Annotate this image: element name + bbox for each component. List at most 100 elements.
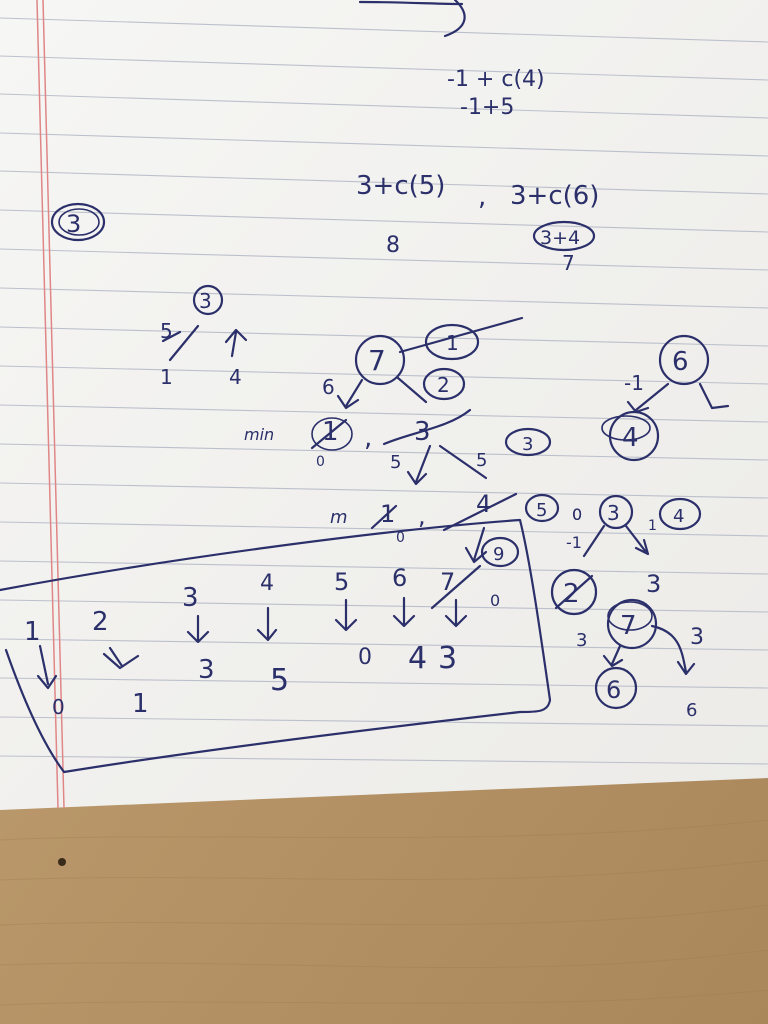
top-work-line2: -1+5 [460,95,514,120]
table-bottom-6: 4 [408,641,427,676]
right-bottom-child6: 6 [606,676,621,704]
main-tree-zero: 0 [572,505,582,524]
table-bottom-1: 0 [52,695,65,719]
table-bottom-4: 5 [270,663,289,698]
problem-number-circle-inner [58,208,100,236]
problem-number: 3 [66,210,81,238]
table-top-2: 2 [92,607,109,637]
min-weight-b: 5 [476,450,487,471]
comparison-left-result: 8 [386,233,400,258]
main-tree-node5: 5 [536,500,547,521]
min-left-circle [311,417,353,451]
small-tree-root-circle [192,284,224,316]
min-right-edges [406,444,488,486]
small-tree-left-edge [161,324,200,362]
min2-left-strike [370,504,398,530]
main-tree-node3-circle [504,427,552,457]
right-bottom-right-child: 6 [686,700,697,721]
right-top-child-circle [608,410,660,462]
min-left-strike [310,418,348,450]
table-top-3: 3 [182,583,199,613]
small-tree-right-weight: 4 [229,365,242,389]
margin-line [36,0,59,809]
min-right-bracket [382,408,472,446]
comparison-left: 3+c(5) [356,171,445,201]
table-bottom-2: 1 [132,689,149,719]
main-tree-root: 7 [368,344,386,377]
right-bottom-marked: 4 [673,506,684,527]
table-arrow-4 [256,606,278,642]
desk-mark [58,858,66,866]
table-arrow-6 [392,596,416,628]
table-arrow-3 [186,614,210,644]
table-arrow-5 [334,598,358,632]
main-tree-node5-circle [524,493,560,523]
comparison-right-circle [532,220,596,252]
table-arrows [36,596,468,690]
right-top-root: 6 [672,347,689,377]
small-tree-root: 3 [199,289,212,313]
wood-grain [0,819,768,1006]
table-arrow-1 [36,644,58,690]
right-bottom-zero: 0 [572,505,582,524]
main-tree-left-weight: 6 [322,375,335,399]
right-bottom-weight-3: 3 [576,630,587,651]
table-top-7: 7 [440,568,455,596]
table-top-5: 5 [334,568,349,596]
comparison-right-result-top: 3+4 [540,227,580,249]
notebook-paper [0,0,768,810]
comparison-separator: , [478,182,486,212]
small-tree-left-weight: 5 [160,319,173,343]
right-bottom-root-circle [598,494,634,530]
table-top-4: 4 [260,571,274,596]
right-bottom-edges [582,524,650,558]
boxed-table: 1 2 3 4 5 6 7 0 0 1 3 5 0 4 3 [24,564,500,719]
min2-left-sub: 0 [396,530,405,546]
table-top-7-strike [430,564,482,610]
table-top-1: 1 [24,617,41,647]
right-bottom-one: 1 [648,518,657,534]
min-label: min [244,425,274,444]
right-bottom-left-weight: -1 [566,533,582,552]
main-tree-node1: 1 [446,331,459,355]
ruled-lines [0,17,768,765]
right-bottom-left-node-strike [554,574,594,610]
right-bottom-root: 3 [607,501,620,525]
min2-right-strike [442,492,518,532]
margin-line-inner [42,0,65,809]
main-tree-node1-circle [424,323,480,361]
main-tree-right-edge [396,376,428,404]
main-tree-node2-circle [422,367,466,401]
main-tree-node9-circle [480,536,520,568]
main-tree-long-line [398,316,524,354]
right-top-root-circle [658,334,710,386]
table-bottom-3: 3 [198,655,215,685]
main-tree-left-edge [336,378,364,410]
right-bottom-left-node-circle [550,568,598,616]
table-bottom-5: 0 [358,645,372,670]
main-tree-node3: 3 [522,434,533,455]
boxed-table-outline [0,518,552,774]
small-tree-left-value: 1 [160,365,173,389]
right-bottom-right-weight: 3 [690,625,704,650]
top-bracket-scribble [358,0,466,38]
min2-comma: , [418,502,426,530]
comparison-right: 3+c(6) [510,181,599,211]
min-comma: , [364,423,372,453]
right-top-child: 4 [622,423,639,453]
right-bottom-node7: 7 [620,611,637,641]
min-weight-a: 5 [390,452,401,473]
small-tree-right-edge [224,328,248,358]
main-tree-root-circle [354,334,406,386]
main-tree-node2: 2 [437,373,450,397]
table-arrow-7 [444,598,468,628]
comparison-right-result-bottom: 7 [562,251,575,275]
table-top-6: 6 [392,564,407,592]
right-bottom-node7-circle-outer [607,601,653,631]
right-bottom-right-value: 3 [646,570,661,598]
right-top-child-circle-outer [601,415,651,441]
min-left-sub: 0 [316,454,325,470]
right-top-label: -1 [624,371,644,395]
right-bottom-marked-circle [658,497,702,531]
